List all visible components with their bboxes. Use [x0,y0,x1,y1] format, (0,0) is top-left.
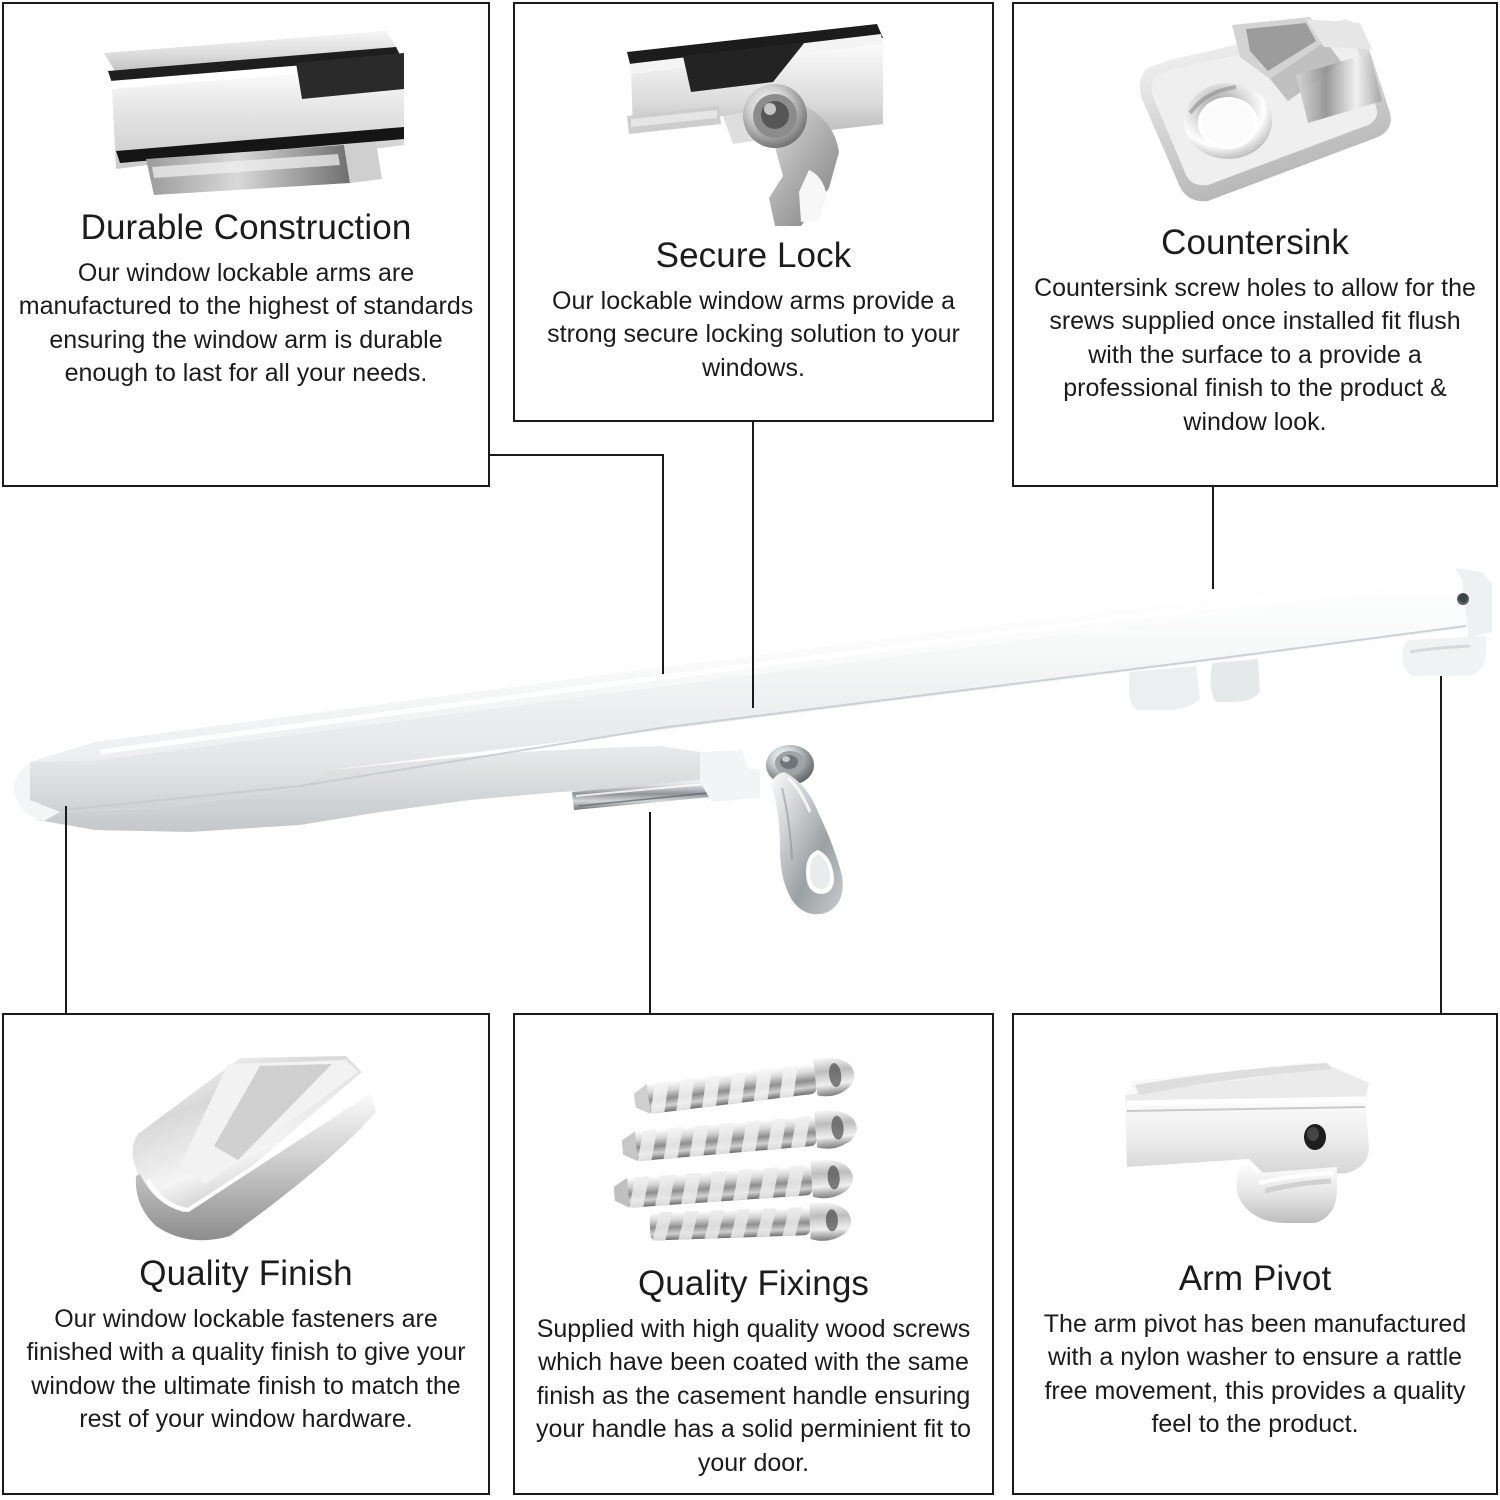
panel-body: The arm pivot has been manufactured with… [1043,1309,1467,1439]
feature-panel-quality-finish: Quality Finish Our window lockable faste… [2,1013,490,1495]
feature-panel-arm-pivot: Arm Pivot The arm pivot has been manufac… [1012,1013,1498,1495]
connector-countersink-vertical [1212,486,1214,589]
feature-panel-secure-lock: Secure Lock Our lockable window arms pro… [513,2,994,422]
panel-body: Our lockable window arms provide a stron… [547,286,960,382]
connector-fixings-vertical [649,812,651,1014]
connector-durable-horizontal [489,454,664,456]
panel-title: Quality Finish [139,1254,353,1293]
feature-panel-quality-fixings: Quality Fixings Supplied with high quali… [513,1013,994,1495]
feature-panel-countersink: Countersink Countersink screw holes to a… [1012,2,1498,487]
chrome-lock-cam-photo [515,4,992,232]
connector-durable-vertical [662,454,664,674]
product-hero-image [0,520,1500,980]
panel-title: Arm Pivot [1178,1259,1332,1298]
panel-title: Durable Construction [80,208,412,247]
polished-chrome-end-photo [4,1015,488,1250]
wood-screws-photo [515,1015,992,1260]
panel-title: Secure Lock [655,236,852,275]
chrome-bar-closeup-photo [4,4,488,204]
panel-title: Countersink [1161,223,1349,262]
connector-lock-vertical [752,421,754,708]
panel-body: Our window lockable arms are manufacture… [18,258,474,388]
arm-pivot-end-photo [1014,1015,1496,1255]
panel-body: Supplied with high quality wood screws w… [536,1314,971,1477]
feature-panel-durable-construction: Durable Construction Our window lockable… [2,2,490,487]
connector-finish-vertical [65,806,67,1014]
connector-pivot-vertical [1440,676,1442,1014]
panel-body: Countersink screw holes to allow for the… [1034,273,1476,436]
panel-body: Our window lockable fasteners are finish… [26,1304,466,1434]
countersunk-screw-hole-photo [1014,4,1496,219]
panel-title: Quality Fixings [637,1264,870,1303]
